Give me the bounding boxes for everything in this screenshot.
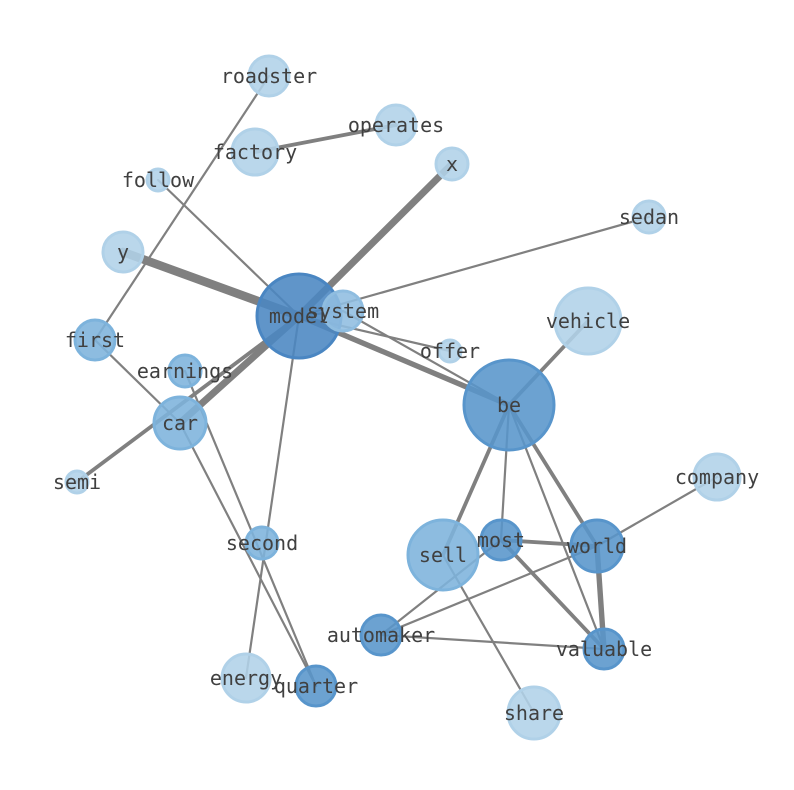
node-label-valuable: valuable xyxy=(556,637,652,661)
labels-layer: model be system car y x roadster operates factor… xyxy=(53,64,759,725)
node-label-follow: follow xyxy=(122,168,195,192)
node-first xyxy=(73,318,117,362)
node-label-car: car xyxy=(162,411,198,435)
node-label-operates: operates xyxy=(348,113,444,137)
node-label-vehicle: vehicle xyxy=(546,309,630,333)
node-automaker xyxy=(359,613,403,657)
edge-roadster-first xyxy=(93,74,271,342)
node-label-semi: semi xyxy=(53,470,101,494)
node-label-most: most xyxy=(477,528,525,552)
node-sell xyxy=(406,518,480,592)
node-label-world: world xyxy=(567,534,627,558)
node-label-x: x xyxy=(446,152,458,176)
node-offer xyxy=(437,338,463,364)
node-label-quarter: quarter xyxy=(274,674,358,698)
node-label-first: first xyxy=(65,328,125,352)
node-company xyxy=(692,452,742,502)
node-quarter xyxy=(294,664,338,708)
node-world xyxy=(569,518,625,574)
node-be xyxy=(462,358,556,452)
node-follow xyxy=(145,167,171,193)
node-label-roadster: roadster xyxy=(221,64,317,88)
node-label-earnings: earnings xyxy=(137,359,233,383)
node-label-second: second xyxy=(226,531,298,555)
node-label-automaker: automaker xyxy=(327,623,435,647)
node-label-factory: factory xyxy=(213,140,297,164)
node-label-system: system xyxy=(307,299,379,323)
node-valuable xyxy=(582,627,626,671)
edge-world-automaker xyxy=(379,544,599,637)
node-roadster xyxy=(247,54,291,98)
node-label-y: y xyxy=(117,240,129,264)
node-label-sell: sell xyxy=(419,543,467,567)
node-operates xyxy=(374,103,418,147)
node-label-share: share xyxy=(504,701,564,725)
node-x xyxy=(434,146,470,182)
edge-model-energy xyxy=(244,314,301,680)
nodes-layer xyxy=(64,54,742,741)
node-share xyxy=(506,685,562,741)
node-label-energy: energy xyxy=(210,666,282,690)
node-label-company: company xyxy=(675,465,759,489)
node-car xyxy=(152,395,208,451)
node-energy xyxy=(220,652,272,704)
node-earnings xyxy=(167,353,203,389)
node-semi xyxy=(64,469,90,495)
node-label-offer: offer xyxy=(420,339,480,363)
node-label-model: model xyxy=(269,304,329,328)
edge-car-quarter xyxy=(178,421,318,688)
node-label-be: be xyxy=(497,393,521,417)
node-second xyxy=(244,525,280,561)
node-y xyxy=(101,230,145,274)
edge-most-valuable xyxy=(499,538,606,651)
node-vehicle xyxy=(553,286,623,356)
node-sedan xyxy=(631,199,667,235)
node-label-sedan: sedan xyxy=(619,205,679,229)
node-factory xyxy=(230,127,280,177)
node-system xyxy=(321,289,365,333)
node-most xyxy=(479,518,523,562)
